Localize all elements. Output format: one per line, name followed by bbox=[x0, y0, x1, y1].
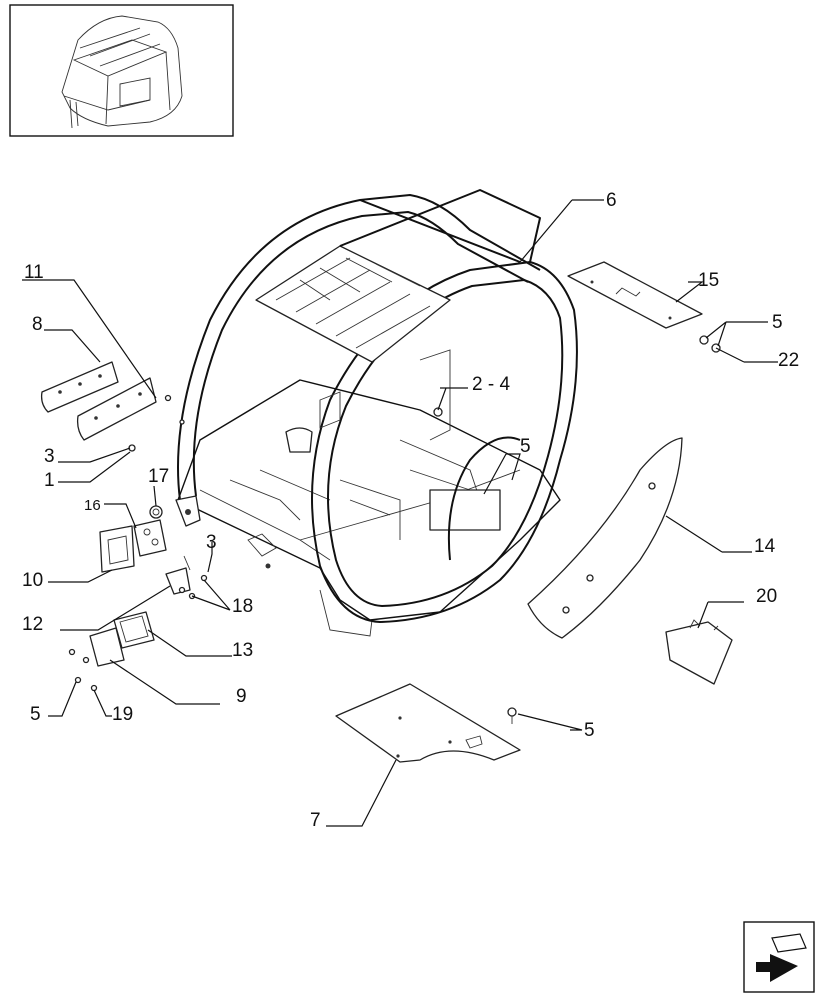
callout-9: 9 bbox=[236, 686, 247, 707]
callout-22: 22 bbox=[778, 350, 799, 371]
callout-14: 14 bbox=[754, 536, 776, 557]
next-page-arrow-icon[interactable] bbox=[743, 921, 815, 993]
side-panel-11[interactable] bbox=[76, 377, 157, 441]
callout-20: 20 bbox=[756, 586, 777, 607]
callout-3-right: 3 bbox=[206, 532, 217, 553]
side-panel-8[interactable] bbox=[40, 361, 119, 413]
callout-13: 13 bbox=[232, 640, 253, 661]
callout-12: 12 bbox=[22, 614, 43, 635]
callout-18: 18 bbox=[232, 596, 253, 617]
leader-lines bbox=[22, 199, 778, 827]
callout-16: 16 bbox=[84, 497, 101, 514]
grommet-17[interactable] bbox=[149, 505, 163, 519]
callout-5-upper-right: 5 bbox=[772, 312, 783, 333]
cover-9[interactable] bbox=[89, 627, 125, 667]
bracket-12[interactable] bbox=[165, 555, 191, 595]
callout-11: 11 bbox=[24, 262, 44, 283]
nut-2-4[interactable] bbox=[433, 407, 443, 417]
floor-plate-7[interactable] bbox=[335, 683, 521, 763]
callout-2-4: 2 - 4 bbox=[472, 374, 510, 395]
callout-15: 15 bbox=[698, 270, 719, 291]
callout-1: 1 bbox=[44, 470, 55, 491]
callout-5-mid: 5 bbox=[520, 436, 531, 457]
side-panel-14[interactable] bbox=[527, 437, 683, 639]
cab-frame bbox=[175, 189, 578, 637]
callout-19: 19 bbox=[112, 704, 133, 725]
callout-3-left: 3 bbox=[44, 446, 55, 467]
callout-5-floor: 5 bbox=[584, 720, 595, 741]
screw-5-and-19-lower-left[interactable] bbox=[68, 648, 98, 692]
bolt-5-floor[interactable] bbox=[507, 707, 517, 724]
bolt-5-and-nut-22[interactable] bbox=[699, 335, 721, 353]
callout-labels: 6 11 8 2 - 4 3 1 15 5 22 5 17 16 3 10 18… bbox=[22, 190, 799, 831]
frame-10[interactable] bbox=[99, 525, 135, 573]
callout-6: 6 bbox=[606, 190, 617, 211]
roof-cover-15[interactable] bbox=[567, 261, 703, 329]
callout-8: 8 bbox=[32, 314, 43, 335]
callout-7: 7 bbox=[310, 810, 321, 831]
plate-16[interactable] bbox=[133, 519, 167, 557]
bracket-20[interactable] bbox=[665, 619, 733, 685]
callout-10: 10 bbox=[22, 570, 43, 591]
cab-overview-thumbnail[interactable] bbox=[9, 4, 234, 137]
callout-17: 17 bbox=[148, 466, 169, 487]
callout-5-lower-left: 5 bbox=[30, 704, 41, 725]
